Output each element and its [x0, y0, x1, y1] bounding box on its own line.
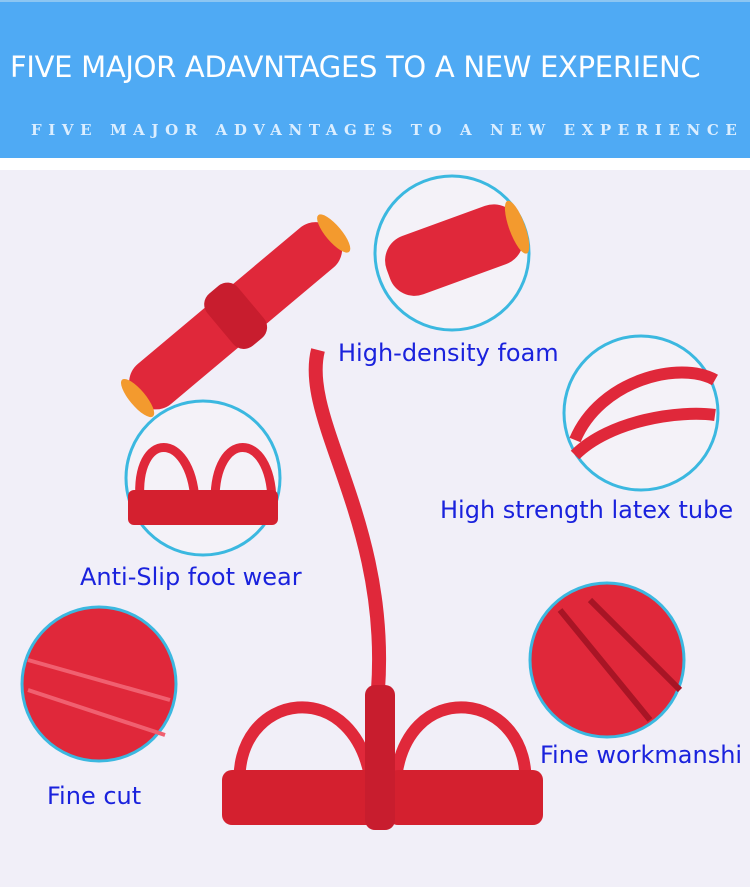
feature-label-cut: Fine cut: [47, 782, 142, 810]
header-subtitle: FIVE MAJOR ADVANTAGES TO A NEW EXPERIENC…: [31, 121, 744, 139]
feature-label-workmanship: Fine workmanshi: [540, 741, 743, 769]
detail-circle-tube: [562, 334, 720, 492]
detail-circle-footwear: [124, 399, 282, 557]
header-banner: FIVE MAJOR ADAVNTAGES TO A NEW EXPERIENC…: [0, 0, 750, 158]
header-title: FIVE MAJOR ADAVNTAGES TO A NEW EXPERIENC: [10, 50, 701, 84]
detail-circle-foam: [373, 174, 531, 332]
latex-tube: [308, 348, 387, 691]
detail-circle-cut: [20, 605, 178, 763]
feature-label-foam: High-density foam: [338, 339, 559, 367]
detail-circle-workmanship: [528, 581, 686, 739]
feature-label-footwear: Anti-Slip foot wear: [80, 563, 302, 591]
feature-label-tube: High strength latex tube: [440, 496, 734, 524]
foam-handle: [120, 214, 351, 418]
foot-pedals: [222, 685, 543, 830]
